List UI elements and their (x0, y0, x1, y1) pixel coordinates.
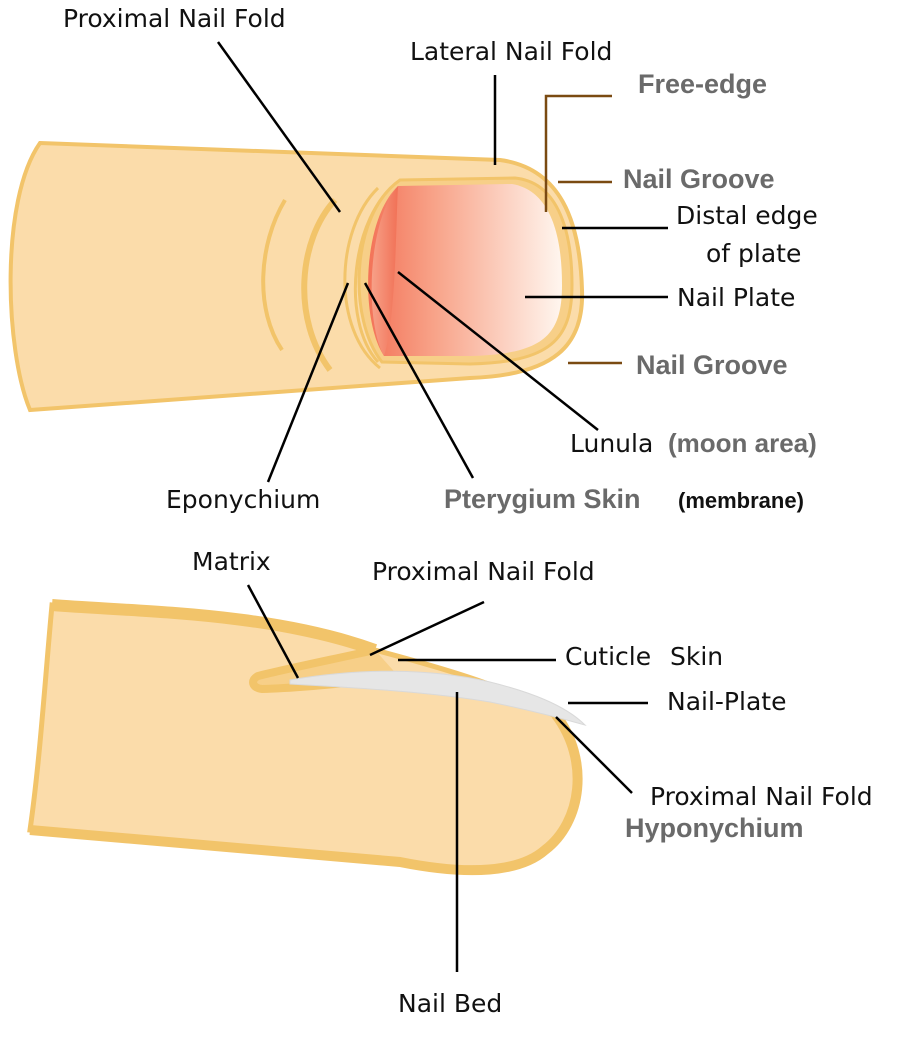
knuckle-crease-3 (343, 186, 381, 370)
label-pterygium-note: (membrane) (678, 488, 804, 513)
leader-free-edge (544, 94, 612, 212)
leader-eponychium (266, 282, 350, 483)
label-proximal-nail-fold: Proximal Nail Fold (63, 4, 286, 33)
label-nail-plate: Nail Plate (677, 283, 795, 312)
label-nail-groove-lower: Nail Groove (636, 350, 788, 380)
label-free-edge: Free-edge (638, 69, 767, 99)
label-cuticle: Cuticle (565, 642, 651, 671)
label-cuticle-note: Skin (670, 642, 723, 671)
leader-pterygium (363, 282, 475, 479)
label-matrix: Matrix (192, 547, 271, 576)
lunula-shape (371, 186, 398, 356)
label-pterygium: Pterygium Skin (444, 484, 641, 514)
label-distal-edge-line1: Distal edge (676, 201, 818, 230)
leader-hyponychium (555, 716, 633, 794)
top-view-labels: Proximal Nail Fold Lateral Nail Fold Fre… (63, 4, 818, 514)
leader-matrix (246, 584, 300, 679)
side-view-finger (27, 599, 587, 876)
leader-lunula (397, 271, 599, 431)
side-nail-plate (289, 670, 587, 726)
label-distal-edge-line2: of plate (706, 239, 801, 268)
label-lunula: Lunula (570, 429, 653, 458)
label-lateral-nail-fold: Lateral Nail Fold (410, 37, 612, 66)
leader-proximal-nail-fold (216, 41, 342, 213)
label-nail-bed: Nail Bed (398, 989, 502, 1018)
label-side-nail-plate: Nail-Plate (667, 687, 786, 716)
side-finger-tip-edge (29, 711, 583, 876)
leader-side-proximal-nail-fold (369, 600, 485, 657)
knuckle-crease-1 (261, 198, 287, 352)
top-view-leaders (216, 41, 668, 483)
side-view-leaders (246, 584, 648, 972)
label-eponychium: Eponychium (166, 485, 320, 514)
label-side-proximal-nail-fold-lower: Proximal Nail Fold (650, 782, 873, 811)
label-nail-groove-upper: Nail Groove (623, 164, 775, 194)
label-hyponychium: Hyponychium (625, 813, 804, 843)
label-side-proximal-nail-fold: Proximal Nail Fold (372, 557, 595, 586)
label-lunula-note: (moon area) (668, 428, 817, 458)
top-view-finger (8, 140, 585, 413)
side-finger-top-edge (51, 599, 378, 656)
knuckle-crease-2 (301, 197, 338, 372)
nail-plate-shape (368, 184, 562, 356)
side-finger-body (27, 602, 581, 873)
side-view-labels: Matrix Proximal Nail Fold Cuticle Skin N… (192, 547, 873, 1018)
